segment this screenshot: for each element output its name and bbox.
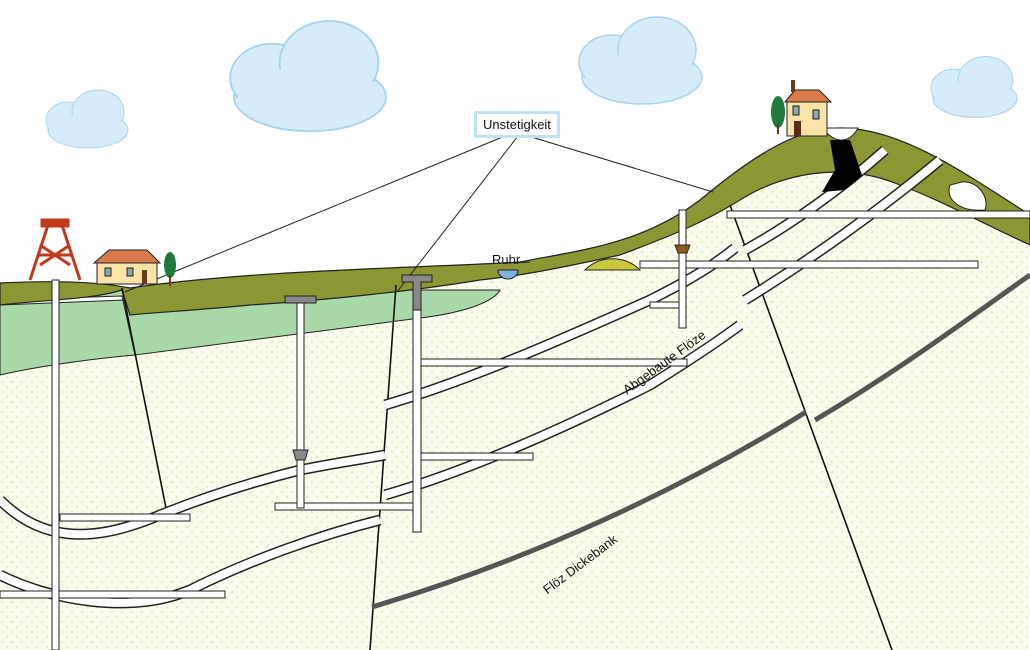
coal-outcrop xyxy=(822,140,862,192)
topsoil-layer xyxy=(0,127,1030,316)
shaft-cap xyxy=(401,274,433,311)
cloud-3 xyxy=(578,16,703,105)
cloud-2 xyxy=(229,20,387,133)
spoil-heap xyxy=(583,258,642,271)
sinkhole xyxy=(948,181,987,211)
faults xyxy=(121,204,893,650)
galleries xyxy=(0,210,1030,599)
house-icon xyxy=(783,80,833,137)
discontinuity-label: Unstetigkeit xyxy=(474,111,560,138)
shaft-plug xyxy=(674,244,691,254)
rock-body xyxy=(0,128,1030,650)
shaft-plug xyxy=(292,449,309,461)
seam-dickebank xyxy=(371,272,1030,610)
tree-icon xyxy=(164,252,176,286)
headframe-icon xyxy=(28,218,82,281)
river-ruhr xyxy=(497,269,519,280)
tree-icon xyxy=(771,96,785,134)
shaft-cap xyxy=(284,295,317,304)
cloud-1 xyxy=(45,89,129,149)
river-label: Ruhr xyxy=(492,252,521,267)
house-icon xyxy=(92,249,162,285)
discontinuity-pointer-lines xyxy=(124,135,714,293)
cloud-4 xyxy=(930,55,1018,118)
